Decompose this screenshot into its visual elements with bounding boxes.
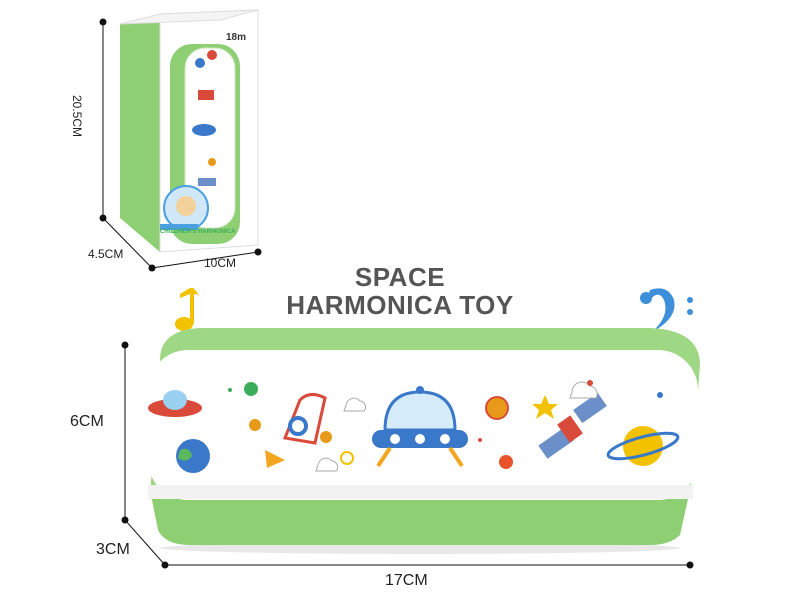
box-brand-label: CHILDREN'S HARMONICA [160,229,236,235]
box-dimension-lines [99,18,262,272]
box-depth-label: 4.5CM [88,247,124,261]
product-width-label: 17CM [385,572,428,589]
yellow-music-note-icon [175,288,200,331]
title-line-1: SPACE [354,262,446,292]
product-depth-label: 3CM [96,541,130,558]
product-height-label: 6CM [70,413,104,430]
title-line-2: HARMONICA TOY [286,290,514,320]
age-label: 18m [226,32,247,43]
package-box [119,9,259,253]
box-width-label: 10CM [204,256,237,270]
box-height-label: 20.5CM [70,95,84,138]
bass-clef-icon [640,288,693,332]
harmonica [148,328,700,554]
product-dimension-lines [121,341,694,569]
